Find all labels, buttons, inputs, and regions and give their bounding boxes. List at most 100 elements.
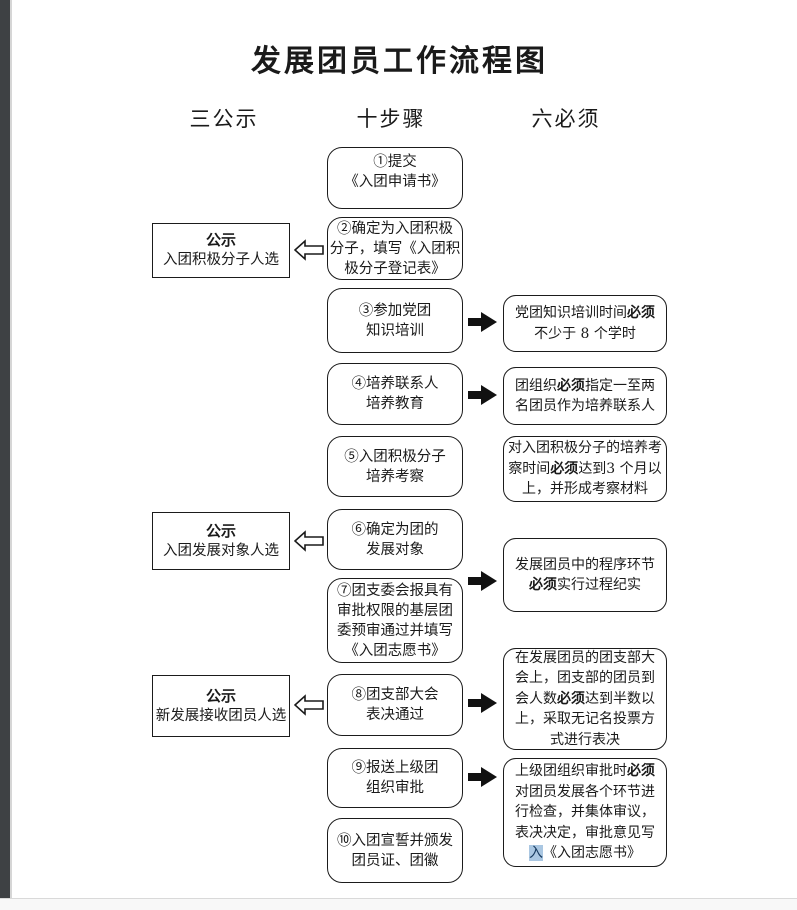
step-line: 《入团申请书》 [344, 174, 446, 190]
text-run: 指定一至两 [585, 377, 655, 394]
arrow-left-outline-icon [294, 530, 324, 552]
text-run: 实行过程纪实 [557, 577, 641, 593]
must-line: 必须实行过程纪实 [529, 575, 641, 596]
text-run: 行检查，并集体审议， [515, 804, 655, 821]
must-line: 式进行表决 [550, 730, 620, 751]
bold-text: 必须 [627, 305, 655, 321]
step-line: ①提交 [373, 154, 417, 170]
step-line: ⑥确定为团的 [351, 521, 439, 538]
column-header-ten-steps: 十步骤 [356, 107, 426, 131]
highlighted-text: 入 [529, 845, 543, 862]
step-line: ⑩入团宣誓并颁发 [337, 832, 453, 849]
viewer-edge-left-line [10, 0, 12, 898]
bold-text: 必须 [557, 377, 585, 394]
text-run: 上，采取无记名投票方 [515, 711, 655, 728]
column-header-three-publicities: 三公示 [189, 107, 259, 131]
step-box-1: ①提交《入团申请书》 [327, 147, 463, 209]
text-run: 《入团志愿书》 [543, 845, 641, 862]
text-run: 上，并形成考察材料 [522, 481, 648, 498]
must-line: 上级团组织审批时必须 [515, 761, 655, 782]
arrow-left-outline-icon [294, 694, 324, 716]
must-box-1: 党团知识培训时间必须不少于 8 个学时 [503, 295, 667, 352]
publicity-subtitle: 入团积极分子人选 [163, 252, 279, 268]
must-line: 名团员作为培养联系人 [515, 396, 655, 417]
must-line: 不少于 8 个学时 [534, 324, 636, 345]
step-line: ⑦团支委会报具有 [337, 582, 453, 599]
publicity-subtitle: 新发展接收团员人选 [155, 707, 287, 724]
text-run: 上级团组织审批时 [515, 763, 627, 780]
arrow-right-solid-icon [468, 571, 497, 591]
step-line: ②确定为入团积极 [337, 220, 453, 237]
step-line: 极分子登记表》 [344, 260, 446, 277]
step-box-2: ②确定为入团积极分子，填写《入团积极分子登记表》 [327, 217, 463, 280]
step-box-9: ⑨报送上级团组织审批 [327, 748, 463, 808]
publicity-box-1: 公示入团积极分子人选 [152, 223, 290, 278]
must-line: 会人数必须达到半数以 [515, 689, 655, 710]
step-box-8: ⑧团支部大会表决通过 [327, 674, 463, 736]
must-line: 察时间必须达到3 个月以 [508, 459, 661, 480]
step-line: 团员证、团徽 [351, 852, 439, 869]
arrow-right-solid-icon [468, 312, 497, 332]
must-line: 团组织必须指定一至两 [515, 376, 655, 397]
must-box-3: 对入团积极分子的培养考察时间必须达到3 个月以上，并形成考察材料 [503, 436, 667, 502]
publicity-box-3: 公示新发展接收团员人选 [152, 675, 290, 737]
must-line: 入《入团志愿书》 [529, 843, 641, 864]
step-line: 《入团志愿书》 [344, 642, 446, 659]
step-box-5: ⑤入团积极分子培养考察 [327, 436, 463, 497]
column-header-six-musts: 六必须 [531, 107, 601, 131]
text-run: 会人数 [515, 690, 557, 707]
arrow-right-solid-icon [468, 693, 497, 713]
text-run: 察时间 [508, 460, 551, 477]
text-run: 达到3 个月以 [578, 460, 662, 477]
text-run: 不少于 8 个学时 [534, 325, 636, 342]
must-line: 上，并形成考察材料 [522, 479, 648, 500]
step-line: ⑨报送上级团 [351, 760, 439, 776]
text-run: 式进行表决 [550, 731, 620, 748]
step-line: 表决通过 [366, 707, 424, 723]
text-run: 团组织 [515, 377, 557, 394]
must-box-2: 团组织必须指定一至两名团员作为培养联系人 [503, 367, 667, 425]
bold-text: 必须 [627, 763, 655, 780]
step-line: ③参加党团 [358, 302, 432, 319]
must-line: 会上，团支部的团员到 [515, 668, 655, 689]
text-run: 对入团积极分子的培养考 [508, 440, 662, 457]
must-box-5: 在发展团员的团支部大会上，团支部的团员到会人数必须达到半数以上，采取无记名投票方… [503, 648, 667, 750]
text-run: 发展团员中的程序环节 [515, 556, 655, 573]
step-line: 发展对象 [366, 541, 424, 558]
text-run: 对团员发展各个环节进 [515, 783, 655, 800]
must-line: 对团员发展各个环节进 [515, 782, 655, 803]
must-line: 行检查，并集体审议， [515, 802, 655, 823]
must-box-6: 上级团组织审批时必须对团员发展各个环节进行检查，并集体审议，表决决定，审批意见写… [503, 758, 667, 867]
step-box-7: ⑦团支委会报具有审批权限的基层团委预审通过并填写《入团志愿书》 [327, 578, 463, 663]
text-run: 会上，团支部的团员到 [515, 670, 655, 687]
text-run: 在发展团员的团支部大 [515, 649, 655, 666]
step-line: ⑤入团积极分子 [344, 448, 446, 465]
viewer-edge-bottom [0, 898, 797, 910]
must-line: 对入团积极分子的培养考 [508, 438, 662, 459]
step-line: 审批权限的基层团 [337, 602, 453, 619]
step-box-4: ④培养联系人培养教育 [327, 363, 463, 425]
publicity-box-2: 公示入团发展对象人选 [152, 512, 290, 570]
publicity-title: 公示 [205, 521, 236, 540]
must-line: 上，采取无记名投票方 [515, 709, 655, 730]
must-line: 发展团员中的程序环节 [515, 555, 655, 576]
step-line: 组织审批 [366, 780, 424, 796]
page-title: 发展团员工作流程图 [251, 44, 548, 79]
step-line: 委预审通过并填写 [337, 622, 453, 639]
step-box-10: ⑩入团宣誓并颁发团员证、团徽 [327, 818, 463, 883]
step-line: 知识培训 [366, 322, 424, 339]
text-run: 表决决定，审批意见写 [515, 824, 655, 841]
bold-text: 必须 [529, 577, 557, 593]
step-line: ④培养联系人 [351, 376, 439, 392]
arrow-right-solid-icon [468, 767, 497, 787]
step-line: ⑧团支部大会 [351, 687, 439, 703]
publicity-title: 公示 [205, 231, 236, 249]
viewer-edge-left [0, 0, 10, 898]
must-box-4: 发展团员中的程序环节必须实行过程纪实 [503, 538, 667, 612]
must-line: 在发展团员的团支部大 [515, 648, 655, 669]
publicity-title: 公示 [205, 686, 236, 705]
text-run: 达到半数以 [585, 690, 655, 707]
must-line: 表决决定，审批意见写 [515, 823, 655, 844]
arrow-left-outline-icon [294, 239, 324, 261]
